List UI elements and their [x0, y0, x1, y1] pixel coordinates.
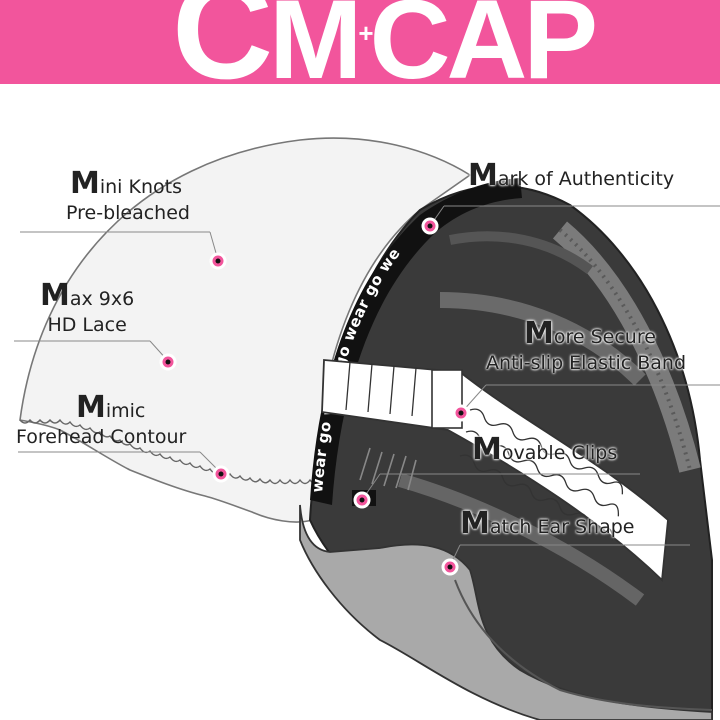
brand-logo: CM+CAP	[172, 0, 594, 84]
label-forehead-contour: Mimic Forehead Contour	[16, 390, 186, 449]
label-movable-clips: Movable Clips	[472, 432, 617, 468]
label-authenticity: Mark of Authenticity	[468, 158, 674, 194]
label-ear-shape: Match Ear Shape	[460, 506, 634, 542]
label-hd-lace: Max 9x6 HD Lace	[40, 278, 134, 337]
label-mini-knots: Mini Knots Pre-bleached	[66, 166, 190, 225]
label-elastic-band: More Secure Anti-slip Elastic Band	[486, 316, 686, 375]
brand-header: CM+CAP	[0, 0, 720, 84]
